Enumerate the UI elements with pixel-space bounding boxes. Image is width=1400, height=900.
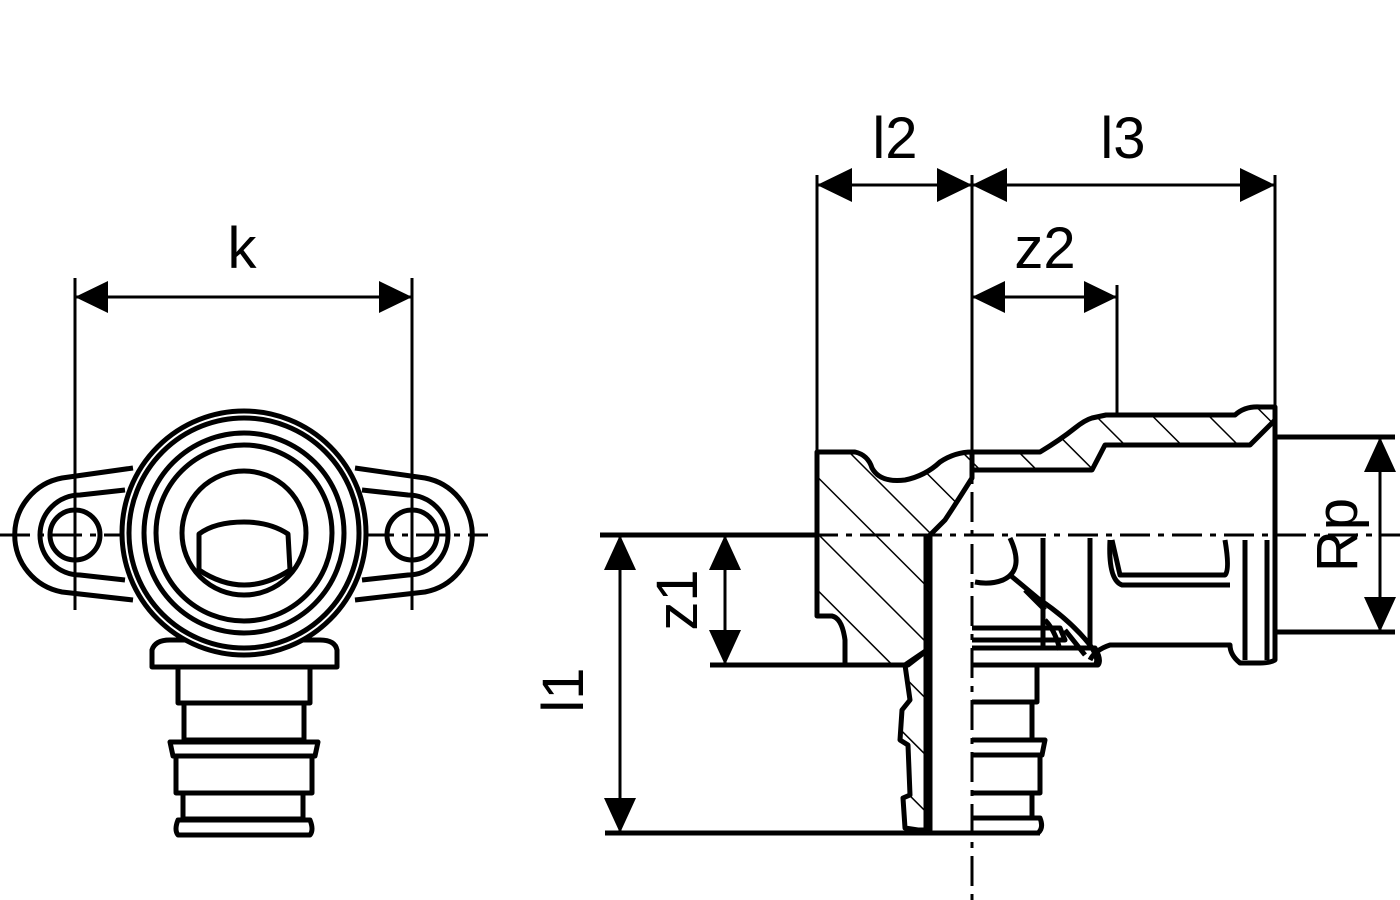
dimension-z2: z2: [972, 216, 1117, 313]
dimension-l2: l2: [817, 106, 972, 202]
body-ring: [126, 415, 362, 651]
flange-section-hatched: [814, 449, 975, 668]
arrowhead: [817, 168, 852, 202]
arrowhead: [1084, 281, 1117, 313]
dimension-k: k: [75, 216, 412, 313]
label-rp: Rp: [1305, 498, 1370, 572]
extension-lines: [600, 175, 1395, 836]
arrowhead: [709, 630, 741, 665]
arrowhead: [379, 281, 412, 313]
base-plate: [149, 637, 340, 670]
arrowhead: [604, 535, 636, 570]
dimension-rp: Rp: [1305, 437, 1396, 632]
front-view: k: [0, 216, 488, 838]
arrowhead: [937, 168, 972, 202]
body-ring: [153, 442, 335, 624]
arrowhead: [1240, 168, 1275, 202]
arrowhead: [972, 281, 1005, 313]
dimension-l1: l1: [531, 535, 636, 833]
arrowhead: [972, 168, 1007, 202]
stem-wall-section: [897, 535, 933, 833]
dimension-l3: l3: [972, 106, 1275, 202]
body-ring: [141, 430, 347, 636]
dimension-z1: z1: [645, 535, 741, 665]
label-z2: z2: [1014, 216, 1075, 281]
press-stem-side: [972, 625, 1102, 836]
inner-pipe-end: [196, 519, 293, 588]
side-section-view: l2 l3 z2 Rp z1: [531, 106, 1400, 900]
label-l2: l2: [872, 106, 917, 171]
outlet-wall-section: [969, 404, 1278, 473]
threaded-bore: [179, 468, 309, 598]
arrowhead: [1364, 597, 1396, 632]
press-stem: [167, 664, 321, 838]
label-z1: z1: [645, 569, 710, 630]
arrowhead: [604, 798, 636, 833]
arrowhead: [75, 281, 108, 313]
arrowhead: [709, 535, 741, 570]
body-outer-circle: [119, 408, 369, 658]
label-l3: l3: [1100, 106, 1145, 171]
arrowhead: [1364, 437, 1396, 472]
label-k: k: [228, 216, 258, 281]
label-l1: l1: [531, 667, 596, 712]
elbow-weld: [974, 536, 1100, 668]
